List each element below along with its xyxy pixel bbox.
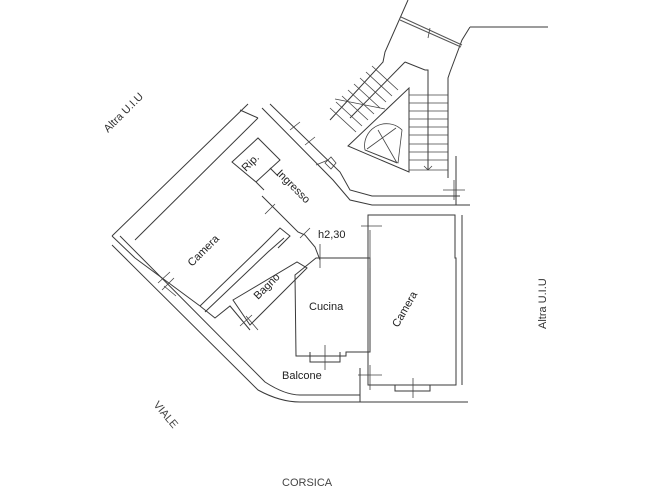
stairwell (329, 0, 548, 205)
street-label-corsica: CORSICA (282, 477, 333, 489)
room-label-camera-right: Camera (390, 289, 420, 330)
neighbor-label-right: Altra U.I.U (537, 278, 549, 329)
entrance-arrow-icon (324, 156, 337, 170)
room-label-ingresso: Ingresso (274, 168, 312, 206)
street-label-viale: VIALE (151, 399, 180, 431)
neighbor-label-top-left: Altra U.I.U (102, 91, 146, 135)
room-label-cucina: Cucina (309, 301, 344, 313)
room-label-balcone: Balcone (282, 370, 322, 382)
apartment-walls (111, 103, 470, 403)
room-label-camera-left: Camera (186, 232, 223, 269)
ceiling-height-label: h2,30 (318, 229, 346, 241)
